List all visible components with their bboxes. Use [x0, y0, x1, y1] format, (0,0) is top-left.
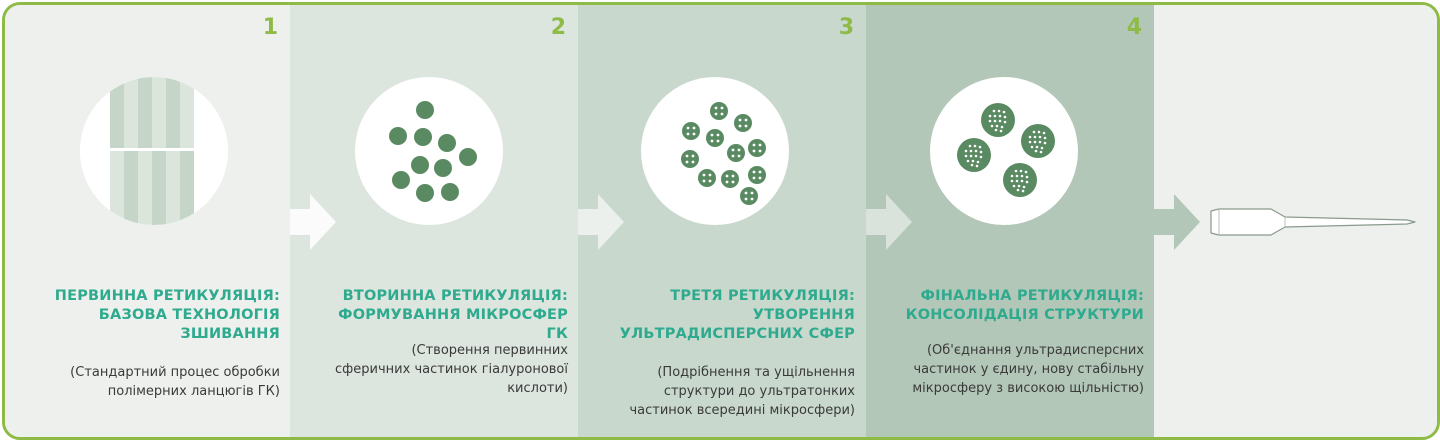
arrow-right-icon [1154, 194, 1200, 250]
step-3-description: (Подрібнення та ущільнення структури до … [595, 363, 855, 420]
step-1-panel: 1 ПЕРВИННА РЕТИКУЛЯЦІЯ: БАЗОВА ТЕ [5, 5, 290, 437]
step-3-title: ТРЕТЯ РЕТИКУЛЯЦІЯ: УТВОРЕННЯ УЛЬТРАДИСПЕ… [605, 287, 855, 344]
step-3-desc-line: структури до ультратонких [663, 384, 855, 399]
step-4-number: 4 [1126, 15, 1142, 40]
step-2-title-line: ВТОРИННА РЕТИКУЛЯЦІЯ: [342, 288, 568, 304]
step-2-desc-line: кислоти) [507, 381, 568, 396]
syringe-needle-icon [1209, 205, 1419, 241]
step-3-number: 3 [838, 15, 854, 40]
crosslinked-chains-icon [80, 77, 228, 225]
step-1-desc-line: (Стандартний процес обробки [70, 365, 280, 380]
step-4-title: ФІНАЛЬНА РЕТИКУЛЯЦІЯ: КОНСОЛІДАЦІЯ СТРУК… [894, 287, 1144, 325]
step-3-desc-line: (Подрібнення та ущільнення [657, 365, 855, 380]
step-2-desc-line: сферичних частинок гіалуронової [335, 362, 568, 377]
step-2-description: (Створення первинних сферичних частинок … [308, 341, 568, 398]
result-panel [1154, 5, 1437, 437]
step-3-title-line: УЛЬТРАДИСПЕРСНИХ СФЕР [619, 326, 855, 342]
step-2-desc-line: (Створення первинних [411, 343, 568, 358]
step-1-title: ПЕРВИННА РЕТИКУЛЯЦІЯ: БАЗОВА ТЕХНОЛОГІЯ … [30, 287, 280, 344]
ultradispersed-spheres-icon [641, 77, 789, 225]
step-1-title-line: БАЗОВА ТЕХНОЛОГІЯ [98, 307, 280, 323]
step-4-description: (Об'єднання ультрадисперсних частинок у … [884, 341, 1144, 398]
step-2-number: 2 [550, 15, 566, 40]
consolidated-spheres-icon [930, 77, 1078, 225]
step-3-desc-line: частинок всередині мікросфери) [629, 403, 855, 418]
step-4-title-line: КОНСОЛІДАЦІЯ СТРУКТУРИ [905, 307, 1144, 323]
step-3-title-line: ТРЕТЯ РЕТИКУЛЯЦІЯ: [670, 288, 855, 304]
step-4-desc-line: (Об'єднання ультрадисперсних [926, 343, 1144, 358]
step-2-title: ВТОРИННА РЕТИКУЛЯЦІЯ: ФОРМУВАННЯ МІКРОСФ… [318, 287, 568, 344]
arrow-right-icon [290, 194, 336, 250]
step-1-title-line: ПЕРВИННА РЕТИКУЛЯЦІЯ: [54, 288, 280, 304]
step-4-title-line: ФІНАЛЬНА РЕТИКУЛЯЦІЯ: [920, 288, 1144, 304]
step-4-desc-line: частинок у єдину, нову стабільну [913, 362, 1144, 377]
step-1-title-line: ЗШИВАННЯ [180, 326, 280, 342]
microspheres-icon [355, 77, 503, 225]
step-3-title-line: УТВОРЕННЯ [752, 307, 855, 323]
step-1-description: (Стандартний процес обробки полімерних л… [20, 363, 280, 401]
step-2-panel: 2 ВТОРИННА РЕТИКУЛЯЦІЯ: ФОРМУВА [290, 5, 578, 437]
step-4-panel: 4 [866, 5, 1154, 437]
step-2-title-line: ФОРМУВАННЯ МІКРОСФЕР ГК [338, 307, 568, 342]
arrow-right-icon [866, 194, 912, 250]
step-1-desc-line: полімерних ланцюгів ГК) [107, 384, 280, 399]
step-1-number: 1 [262, 15, 278, 40]
step-4-desc-line: мікросферу з високою щільністю) [912, 381, 1144, 396]
step-3-panel: 3 [578, 5, 866, 437]
arrow-right-icon [578, 194, 624, 250]
